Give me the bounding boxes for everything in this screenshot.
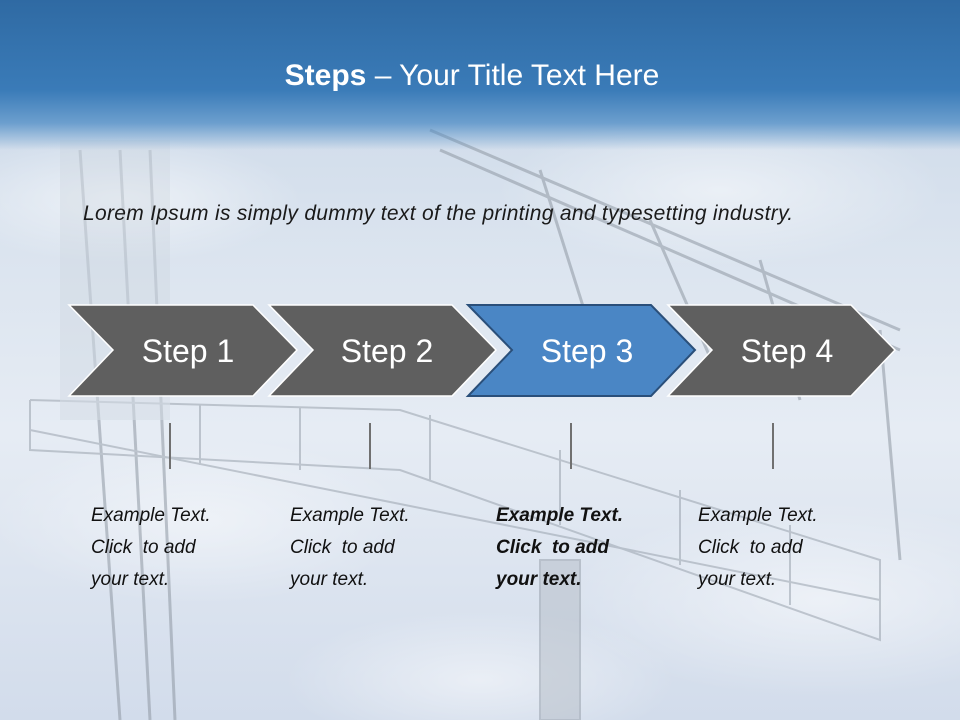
step-1-label: Step 1 bbox=[142, 333, 235, 369]
title-band bbox=[0, 0, 960, 150]
intro-paragraph[interactable]: Lorem Ipsum is simply dummy text of the … bbox=[83, 202, 794, 225]
step-1-description[interactable]: Example Text. Click to add your text. bbox=[91, 500, 266, 596]
step-4-line-3: your text. bbox=[698, 569, 777, 590]
step-3-connector bbox=[570, 423, 572, 469]
step-3-label: Step 3 bbox=[541, 333, 634, 369]
step-1-line-1: Example Text. bbox=[91, 505, 211, 526]
step-4-chevron[interactable]: Step 4 bbox=[666, 304, 897, 397]
step-2-line-1: Example Text. bbox=[290, 505, 410, 526]
step-4-line-2: Click to add bbox=[698, 537, 803, 558]
step-2-line-2: Click to add bbox=[290, 537, 395, 558]
step-3-chevron[interactable]: Step 3 bbox=[465, 304, 697, 397]
step-1-line-3: your text. bbox=[91, 569, 170, 590]
step-4-label: Step 4 bbox=[741, 333, 834, 369]
step-1-chevron[interactable]: Step 1 bbox=[67, 304, 299, 397]
step-3-line-2: Click to add bbox=[496, 537, 609, 558]
step-4-connector bbox=[772, 423, 774, 469]
step-2-label: Step 2 bbox=[341, 333, 434, 369]
step-2-description[interactable]: Example Text. Click to add your text. bbox=[290, 500, 465, 596]
step-2-connector bbox=[369, 423, 371, 469]
step-3-description[interactable]: Example Text. Click to add your text. bbox=[496, 500, 671, 596]
step-2-line-3: your text. bbox=[290, 569, 369, 590]
title-rest: – Your Title Text Here bbox=[366, 59, 660, 92]
title-bold-part: Steps bbox=[284, 59, 367, 92]
step-1-connector bbox=[169, 423, 171, 469]
step-4-description[interactable]: Example Text. Click to add your text. bbox=[698, 500, 873, 596]
step-2-chevron[interactable]: Step 2 bbox=[267, 304, 498, 397]
slide-title[interactable]: Steps – Your Title Text Here bbox=[0, 56, 944, 96]
step-1-line-2: Click to add bbox=[91, 537, 196, 558]
step-3-line-3: your text. bbox=[496, 569, 582, 590]
step-4-line-1: Example Text. bbox=[698, 505, 818, 526]
step-3-line-1: Example Text. bbox=[496, 505, 624, 526]
